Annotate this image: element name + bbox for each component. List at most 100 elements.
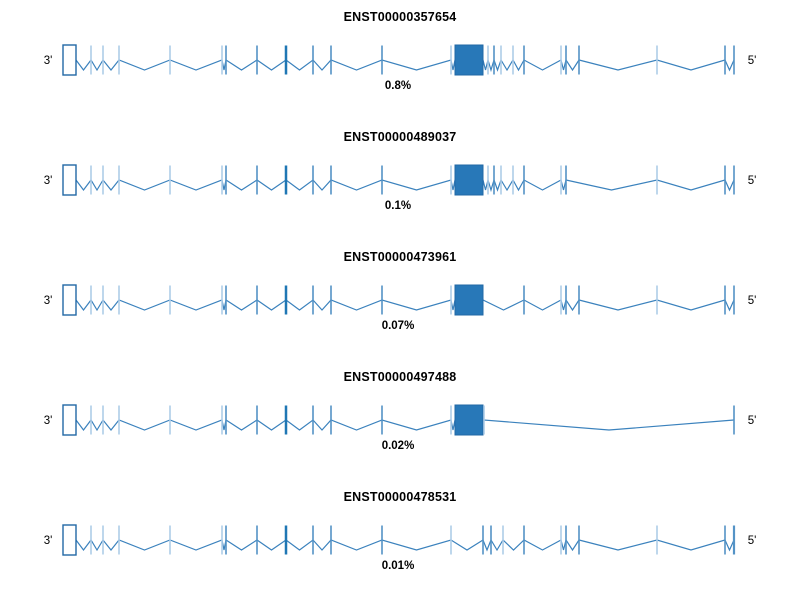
exon-tick bbox=[523, 525, 525, 555]
exon-box-open bbox=[62, 284, 77, 316]
exon-tick bbox=[169, 525, 171, 555]
five-prime-label: 5' bbox=[748, 415, 757, 427]
intron-line bbox=[75, 538, 735, 552]
exon-tick bbox=[565, 165, 567, 195]
usage-percentage-label: 0.8% bbox=[384, 80, 412, 92]
exon-tick bbox=[225, 405, 227, 435]
exon-tick bbox=[118, 285, 120, 315]
transcript-id-label: ENST00000478531 bbox=[343, 490, 457, 504]
exon-tick bbox=[578, 525, 580, 555]
exon-tick bbox=[500, 45, 502, 75]
exon-tick bbox=[102, 285, 104, 315]
exon-tick bbox=[169, 285, 171, 315]
exon-tick bbox=[256, 525, 258, 555]
intron-line bbox=[75, 177, 735, 193]
exon-tick bbox=[493, 165, 495, 195]
exon-tick bbox=[656, 525, 658, 555]
exon-tick bbox=[284, 285, 288, 315]
exon-tick bbox=[221, 285, 223, 315]
exon-tick bbox=[656, 285, 658, 315]
three-prime-label: 3' bbox=[44, 295, 53, 307]
exon-tick bbox=[565, 285, 567, 315]
three-prime-label: 3' bbox=[44, 55, 53, 67]
five-prime-label: 5' bbox=[748, 175, 757, 187]
transcript-row: ENST00000357654 3' 5' 0.8% bbox=[0, 0, 800, 120]
exon-tick bbox=[483, 405, 485, 435]
exon-tick bbox=[732, 525, 736, 555]
exon-tick bbox=[312, 45, 314, 75]
exon-tick bbox=[578, 45, 580, 75]
exon-tick bbox=[656, 45, 658, 75]
exon-tick bbox=[256, 405, 258, 435]
three-prime-label: 3' bbox=[44, 415, 53, 427]
exon-tick bbox=[500, 165, 502, 195]
usage-percentage-label: 0.1% bbox=[384, 200, 412, 212]
exon-tick bbox=[118, 405, 120, 435]
exon-tick bbox=[312, 165, 314, 195]
exon-tick bbox=[284, 45, 288, 75]
transcript-structure-plot: 3' 5' bbox=[44, 44, 757, 76]
exon-tick bbox=[330, 45, 332, 75]
exon-tick bbox=[656, 165, 658, 195]
three-prime-label: 3' bbox=[44, 175, 53, 187]
exon-box-open bbox=[62, 164, 77, 196]
exon-tick bbox=[560, 165, 562, 195]
usage-percentage-label: 0.01% bbox=[381, 560, 415, 572]
exon-tick bbox=[482, 525, 484, 555]
exon-tick bbox=[118, 525, 120, 555]
exon-box-open bbox=[62, 404, 77, 436]
five-prime-label: 5' bbox=[748, 55, 757, 67]
five-prime-label: 5' bbox=[748, 295, 757, 307]
exon-tick bbox=[381, 45, 383, 75]
transcript-row: ENST00000489037 3' 5' 0.1% bbox=[0, 120, 800, 240]
transcript-structure-plot: 3' 5' bbox=[44, 284, 757, 316]
exon-tick bbox=[169, 405, 171, 435]
exon-tick bbox=[493, 45, 495, 75]
exon-tick bbox=[523, 45, 525, 75]
exon-tick bbox=[381, 405, 383, 435]
exon-tick bbox=[450, 45, 452, 75]
exon-tick bbox=[90, 45, 92, 75]
exon-tick bbox=[169, 45, 171, 75]
exon-tick bbox=[724, 285, 726, 315]
exon-tick bbox=[312, 525, 314, 555]
exon-tick bbox=[284, 165, 288, 195]
exon-tick bbox=[256, 45, 258, 75]
exon-tick bbox=[312, 285, 314, 315]
exon-tick bbox=[330, 525, 332, 555]
exon-tick bbox=[724, 45, 726, 75]
exon-tick bbox=[330, 405, 332, 435]
exon-tick bbox=[221, 165, 223, 195]
intron-line bbox=[75, 298, 735, 312]
transcript-id-label: ENST00000489037 bbox=[343, 130, 457, 144]
exon-tick bbox=[169, 165, 171, 195]
exon-tick bbox=[312, 405, 314, 435]
exon-tick bbox=[381, 525, 383, 555]
usage-percentage-label: 0.07% bbox=[381, 320, 415, 332]
three-prime-label: 3' bbox=[44, 535, 53, 547]
exon-tick bbox=[502, 525, 504, 555]
exon-tick bbox=[330, 285, 332, 315]
exon-tick bbox=[90, 405, 92, 435]
intron-line bbox=[75, 57, 735, 73]
exon-tick bbox=[284, 525, 288, 555]
exon-tick bbox=[225, 525, 227, 555]
exon-tick bbox=[487, 165, 489, 195]
exon-tick bbox=[560, 525, 562, 555]
exon-tick bbox=[225, 165, 227, 195]
exon-tick bbox=[733, 165, 735, 195]
transcript-structure-plot: 3' 5' bbox=[44, 164, 757, 196]
exon-tick bbox=[733, 405, 735, 435]
five-prime-label: 5' bbox=[748, 535, 757, 547]
exon-tick bbox=[450, 285, 452, 315]
exon-tick bbox=[256, 165, 258, 195]
transcript-id-label: ENST00000357654 bbox=[343, 10, 457, 24]
exon-tick bbox=[724, 525, 726, 555]
exon-tick bbox=[523, 285, 525, 315]
exon-tick bbox=[221, 405, 223, 435]
exon-tick bbox=[330, 165, 332, 195]
exon-tick bbox=[450, 525, 452, 555]
exon-box-filled bbox=[454, 44, 484, 76]
